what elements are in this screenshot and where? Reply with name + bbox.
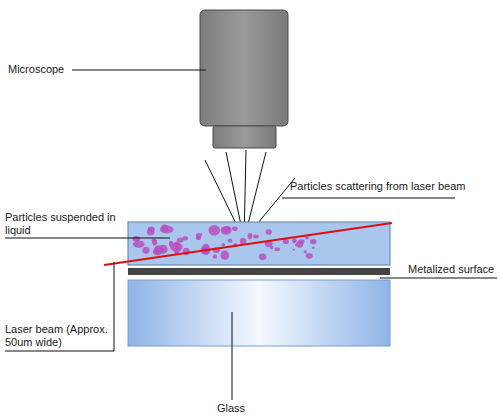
particle [259, 254, 267, 261]
particle [154, 247, 164, 253]
particle [208, 225, 220, 235]
particle [295, 244, 297, 246]
particle [221, 226, 232, 235]
particle [228, 239, 233, 243]
particle [170, 243, 183, 252]
particle [182, 236, 188, 240]
particle [225, 226, 230, 232]
particle [152, 239, 157, 245]
particle [310, 239, 317, 244]
particle [161, 225, 168, 232]
part-label: Particles suspended in liquid [5, 211, 123, 237]
particle [248, 233, 253, 239]
particles [132, 225, 316, 261]
part-label: Metalized surface [408, 263, 494, 276]
part-label: Particles scattering from laser beam [290, 180, 465, 193]
particle [304, 251, 307, 254]
particle [160, 226, 174, 234]
part-label: Laser beam (Approx. 50um wide) [5, 323, 111, 349]
particle [204, 251, 208, 255]
particle [232, 227, 237, 231]
glass-slab [128, 280, 390, 346]
particle [306, 253, 313, 259]
leader-lines [5, 70, 497, 400]
particle [151, 238, 156, 241]
particle [298, 239, 304, 243]
particle [147, 229, 155, 235]
particle [253, 235, 259, 239]
particle [312, 247, 315, 249]
microscope-objective [213, 126, 276, 148]
part-label: Glass [217, 402, 245, 415]
particle [274, 247, 280, 251]
part-label: Microscope [8, 63, 64, 76]
particle [292, 238, 297, 242]
particle [266, 229, 272, 234]
particle [133, 240, 145, 247]
particle [293, 249, 295, 251]
laser-beam [104, 223, 392, 265]
particle [220, 251, 229, 260]
metalized-layer [128, 268, 390, 275]
microscope-body [200, 10, 288, 126]
particle [213, 255, 218, 259]
particle [142, 247, 149, 254]
particle [196, 236, 201, 240]
particle [221, 243, 225, 246]
